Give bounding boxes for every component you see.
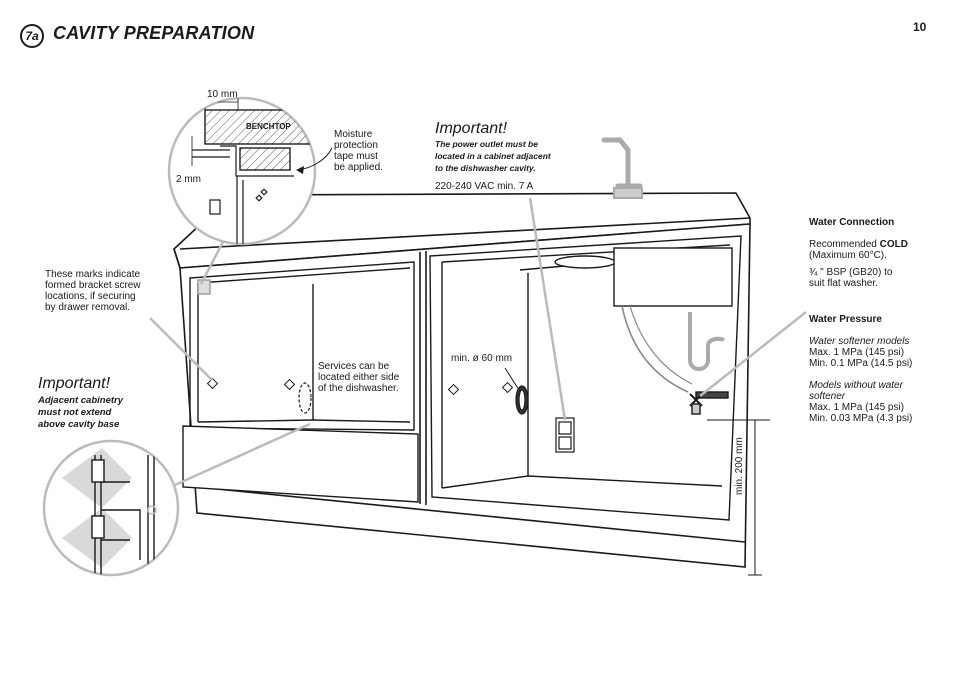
important-cabinetry-note: Important! Adjacent cabinetry must not e… xyxy=(38,375,123,430)
bracket-marks-note: These marks indicate formed bracket scre… xyxy=(45,269,141,313)
water-connection-section: Water Connection Recommended COLD (Maxim… xyxy=(809,217,944,289)
moisture-note: Moisture protection tape must be applied… xyxy=(334,129,383,173)
page-number: 10 xyxy=(913,20,927,34)
water-pressure-heading: Water Pressure xyxy=(809,314,882,325)
benchtop-label: BENCHTOP xyxy=(246,122,291,131)
height-dimension xyxy=(707,419,770,576)
tap xyxy=(601,137,643,199)
hole-leader xyxy=(504,367,520,391)
water-pressure-section: Water Pressure Water softener models Max… xyxy=(809,314,944,424)
section-badge: 7a xyxy=(20,24,44,48)
page-title: CAVITY PREPARATION xyxy=(53,23,255,43)
right-cavity xyxy=(429,235,742,521)
leader-lines xyxy=(149,197,807,487)
cabinetry-detail-circle xyxy=(42,439,180,577)
drawer-front xyxy=(182,425,419,503)
services-note: Services can be located either side of t… xyxy=(318,361,400,394)
important-power-note: Important! The power outlet must be loca… xyxy=(435,120,551,192)
voltage-spec: 220-240 VAC min. 7 A xyxy=(435,181,534,192)
dim-2mm: 2 mm xyxy=(176,174,201,185)
power-outlet xyxy=(555,417,575,453)
dim-10mm: 10 mm xyxy=(207,89,238,100)
sink-bowl xyxy=(554,247,733,393)
hole-size-label: min. ø 60 mm xyxy=(451,353,513,364)
important-heading: Important! xyxy=(435,120,508,137)
benchtop-detail-circle xyxy=(167,96,333,246)
waste-trap xyxy=(688,312,725,371)
height-label: min. 200 mm xyxy=(734,437,745,495)
water-connection-heading: Water Connection xyxy=(809,217,895,228)
important-heading: Important! xyxy=(38,375,111,392)
service-holes xyxy=(298,382,529,415)
screw-marks xyxy=(206,377,514,396)
